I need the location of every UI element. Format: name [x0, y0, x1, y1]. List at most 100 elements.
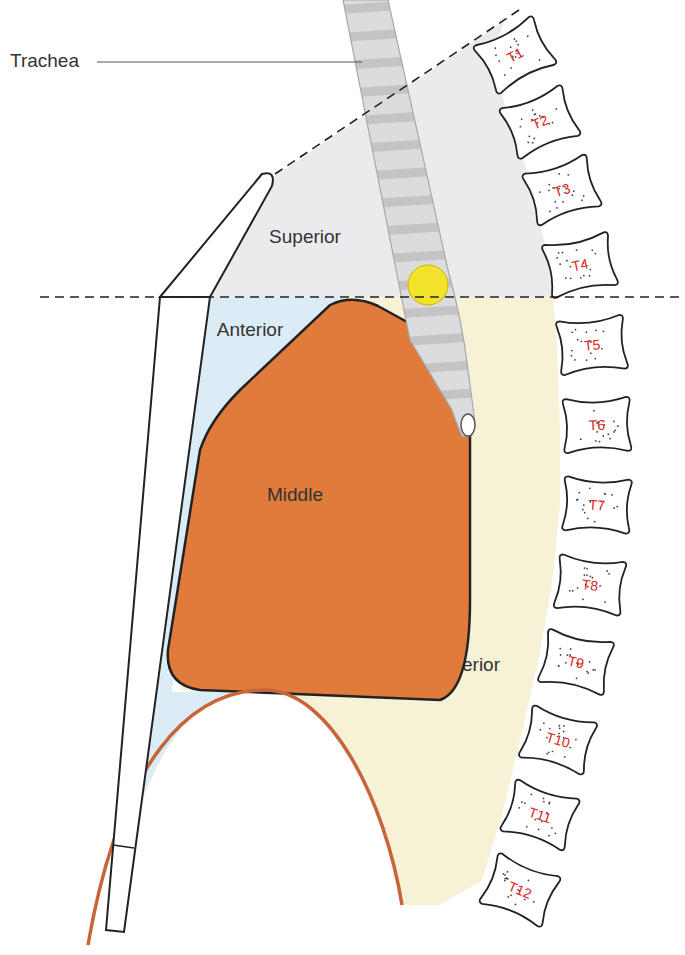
bone-speckle	[558, 665, 560, 667]
bone-speckle	[592, 669, 594, 671]
bone-speckle	[507, 896, 509, 898]
bone-speckle	[577, 499, 579, 501]
bone-speckle	[564, 756, 566, 758]
bone-speckle	[583, 504, 585, 506]
part-label: Trachea	[10, 50, 79, 72]
bone-speckle	[495, 54, 497, 56]
bone-speckle	[585, 331, 587, 333]
vertebra-outline	[563, 397, 632, 453]
bone-speckle	[611, 494, 613, 496]
bone-speckle	[581, 199, 583, 201]
bone-speckle	[504, 879, 506, 881]
bone-speckle	[604, 493, 606, 495]
vertebra-body: T12	[475, 848, 565, 932]
bone-speckle	[539, 191, 541, 193]
bone-speckle	[526, 826, 528, 828]
bone-speckle	[584, 567, 586, 569]
bone-speckle	[528, 135, 530, 137]
vertebra-outline	[522, 154, 603, 226]
bone-speckle	[548, 189, 550, 191]
bone-speckle	[587, 517, 589, 519]
bone-speckle	[594, 252, 596, 254]
bone-speckle	[519, 126, 521, 128]
region-label: Middle	[267, 484, 323, 506]
vertebra-body: T8	[550, 550, 629, 620]
bone-speckle	[583, 275, 585, 277]
bone-speckle	[577, 339, 579, 341]
bone-speckle	[582, 509, 584, 511]
vertebra-label: T5	[583, 336, 601, 354]
vertebra-body: T10	[515, 700, 601, 779]
bone-speckle	[604, 601, 606, 603]
bone-speckle	[613, 431, 615, 433]
bone-speckle	[580, 438, 582, 440]
bone-speckle	[554, 832, 556, 834]
vertebra-outline	[499, 84, 581, 159]
region-outline	[180, 297, 560, 905]
bone-speckle	[565, 277, 567, 279]
bone-speckle	[542, 797, 544, 799]
vertebra-label: T6	[589, 417, 606, 434]
bone-speckle	[594, 521, 596, 523]
bone-speckle	[575, 329, 577, 331]
bone-speckle	[558, 725, 560, 727]
region-label: Anterior	[217, 319, 284, 341]
vertebra-body: T4	[538, 227, 621, 303]
bone-speckle	[538, 59, 540, 61]
bone-speckle	[521, 801, 523, 803]
bone-speckle	[569, 590, 571, 592]
bone-speckle	[533, 137, 535, 139]
bone-speckle	[559, 648, 561, 650]
bone-speckle	[570, 648, 572, 650]
bone-speckle	[510, 67, 512, 69]
bone-speckle	[514, 903, 516, 905]
vertebra-outline	[473, 15, 558, 94]
bone-speckle	[589, 661, 591, 663]
vertebra-outline	[538, 629, 615, 696]
bone-speckle	[513, 38, 515, 40]
bone-speckle	[602, 330, 604, 332]
bone-speckle	[599, 441, 601, 443]
bone-speckle	[533, 901, 535, 903]
bone-speckle	[573, 190, 575, 192]
bone-speckle	[575, 739, 577, 741]
vertebra-body: T11	[496, 774, 584, 855]
bone-speckle	[607, 433, 609, 435]
vertebra-outline	[518, 705, 597, 775]
bone-speckle	[563, 725, 565, 727]
bone-speckle	[551, 121, 553, 123]
bone-speckle	[608, 573, 610, 575]
bone-speckle	[609, 438, 611, 440]
bone-speckle	[515, 40, 517, 42]
vertebra-label: T7	[588, 497, 605, 514]
bone-speckle	[602, 435, 604, 437]
bone-speckle	[532, 142, 534, 144]
bone-speckle	[548, 184, 550, 186]
bone-speckle	[559, 727, 561, 729]
bone-speckle	[504, 874, 506, 876]
bone-speckle	[594, 358, 596, 360]
vertebra-outline	[556, 315, 628, 376]
bone-speckle	[583, 574, 585, 576]
bone-speckle	[604, 493, 606, 495]
bone-speckle	[572, 590, 574, 592]
bone-speckle	[570, 355, 572, 357]
bone-speckle	[586, 574, 588, 576]
bone-speckle	[505, 877, 507, 879]
bone-speckle	[569, 746, 571, 748]
vertebra-outline	[562, 476, 632, 533]
bone-speckle	[583, 195, 585, 197]
bone-speckle	[584, 512, 586, 514]
bone-speckle	[537, 828, 539, 830]
vertebra-body: T9	[534, 624, 617, 700]
bone-speckle	[570, 277, 572, 279]
bone-speckle	[571, 331, 573, 333]
bone-speckle	[555, 108, 557, 110]
bone-speckle	[554, 201, 556, 203]
bone-speckle	[582, 598, 584, 600]
bone-speckle	[548, 801, 550, 803]
bone-speckle	[613, 507, 615, 509]
bone-speckle	[520, 118, 522, 120]
bone-speckle	[559, 263, 561, 265]
